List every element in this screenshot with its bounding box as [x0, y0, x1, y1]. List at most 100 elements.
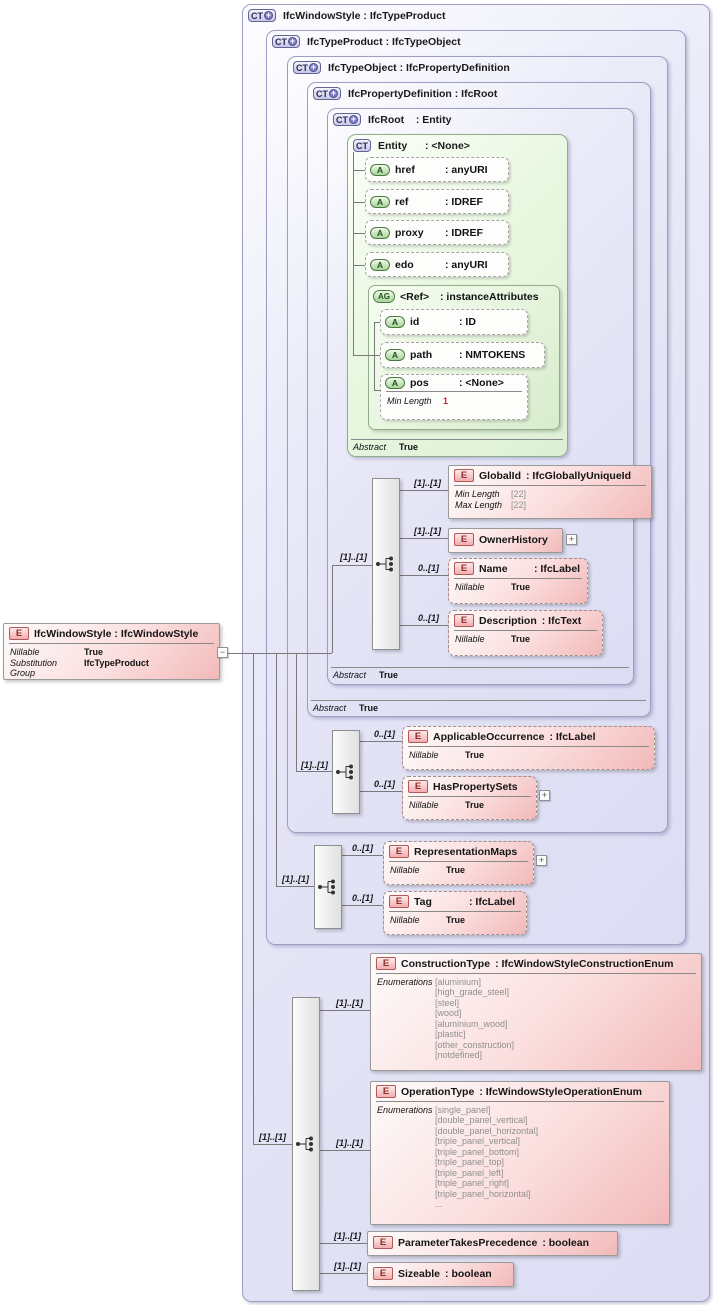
attribute-box-proxy: A proxy : IDREF — [365, 220, 509, 245]
facet-value: 1 — [443, 396, 449, 406]
element-type: : boolean — [542, 1236, 589, 1249]
attribute-icon: A — [370, 226, 390, 239]
expand-button[interactable]: + — [536, 855, 547, 866]
derived-plus-icon: + — [288, 36, 297, 46]
element-name: RepresentationMaps — [414, 845, 518, 858]
element-name: OperationType — [401, 1085, 475, 1098]
attribute-icon: A — [385, 316, 405, 328]
enumeration-row: Enumerations [aluminium] [high_grade_ste… — [371, 974, 701, 1061]
attribute-type: : IDREF — [445, 226, 483, 239]
element-header: E HasPropertySets — [403, 777, 536, 793]
element-type: : IfcLabel — [549, 730, 596, 743]
complextype-title: IfcTypeObject : IfcPropertyDefinition — [328, 61, 510, 74]
separator — [454, 485, 646, 486]
collapse-button[interactable]: − — [217, 647, 228, 658]
attribute-box-path: A path : NMTOKENS — [380, 342, 545, 368]
attribute-name: pos — [410, 377, 429, 389]
element-box-ownerhistory: E OwnerHistory — [448, 528, 563, 553]
connector-line — [374, 322, 380, 323]
element-box-globalid: E GlobalId : IfcGloballyUniqueId Min Len… — [448, 465, 652, 519]
element-box-constructiontype: E ConstructionType : IfcWindowStyleConst… — [370, 953, 702, 1071]
connector-line — [296, 771, 332, 772]
facet-row: Max Length [22] — [449, 500, 651, 511]
connector-line — [353, 202, 365, 203]
connector-line — [296, 653, 297, 771]
attribute-box-href: A href : anyURI — [365, 157, 509, 182]
element-box-operationtype: E OperationType : IfcWindowStyleOperatio… — [370, 1081, 670, 1225]
facet-row: Nillable True — [403, 797, 536, 811]
facet-value: [22] — [511, 499, 527, 510]
sequence-icon — [318, 879, 335, 895]
element-icon: E — [454, 469, 474, 482]
attribute-icon: A — [370, 195, 390, 208]
attribute-type: : anyURI — [445, 258, 488, 271]
element-box-applicableoccurrence: E ApplicableOccurrence : IfcLabel Nillab… — [402, 726, 655, 770]
facet-label: Nillable — [455, 582, 485, 592]
element-header: E GlobalId : IfcGloballyUniqueId — [449, 466, 651, 482]
cardinality-label: 0..[1] — [418, 563, 440, 573]
separator — [408, 796, 531, 797]
element-name: Description — [479, 614, 537, 627]
ct-badge-label: CT — [356, 140, 368, 151]
connector-line — [320, 1273, 367, 1274]
property-row: Substitution Group IfcTypeProduct — [4, 658, 219, 679]
expand-button[interactable]: + — [539, 790, 550, 801]
complextype-header-ifctypeobject: CT+ IfcTypeObject : IfcPropertyDefinitio… — [293, 61, 510, 74]
facet-value: True — [446, 865, 466, 875]
facet-row: Nillable True — [384, 862, 533, 876]
connector-line — [360, 791, 402, 792]
facet-value: True — [465, 750, 485, 760]
connector-line — [353, 170, 365, 171]
cardinality-label: [1]..[1] — [259, 1132, 286, 1142]
ct-badge-label: CT — [336, 114, 348, 125]
connector-line — [276, 653, 277, 886]
element-icon: E — [389, 895, 409, 908]
element-header: E Name : IfcLabel — [449, 559, 587, 575]
derived-plus-icon: + — [309, 62, 318, 72]
connector-line — [353, 265, 365, 266]
facet-label: Nillable — [409, 750, 439, 760]
enumerations-label: Enumerations — [377, 1105, 433, 1115]
element-box-representationmaps: E RepresentationMaps Nillable True — [383, 841, 534, 885]
element-header: E Sizeable : boolean — [368, 1263, 513, 1280]
attribute-icon: A — [370, 258, 390, 271]
attribute-name: id — [410, 316, 420, 328]
separator — [389, 911, 521, 912]
facet-value: True — [465, 800, 485, 810]
sequence-icon — [376, 556, 393, 572]
complextype-icon: CT — [353, 139, 371, 152]
cardinality-label: [1]..[1] — [334, 1231, 361, 1241]
attribute-icon: A — [370, 163, 390, 176]
attribute-type: : anyURI — [445, 163, 488, 176]
element-icon: E — [373, 1236, 393, 1249]
attribute-name: ref — [395, 195, 409, 208]
complextype-icon: CT+ — [313, 87, 341, 100]
element-header: E ParameterTakesPrecedence : boolean — [368, 1232, 617, 1249]
facet-row: Nillable True — [449, 631, 602, 645]
expand-button[interactable]: + — [566, 534, 577, 545]
complextype-title: IfcPropertyDefinition : IfcRoot — [348, 87, 498, 100]
cardinality-label: [1]..[1] — [336, 998, 363, 1008]
attribute-icon: A — [385, 377, 405, 389]
attribute-name: edo — [395, 258, 414, 271]
cardinality-label: 0..[1] — [374, 729, 396, 739]
facet-label: Nillable — [390, 865, 420, 875]
element-box-description: E Description : IfcText Nillable True — [448, 610, 603, 656]
cardinality-label: 0..[1] — [352, 843, 374, 853]
property-value: IfcTypeProduct — [84, 657, 149, 668]
element-name: Name — [479, 562, 508, 575]
element-box-ifcwindowstyle-global: E IfcWindowStyle : IfcWindowStyle Nillab… — [3, 623, 220, 680]
facet-row: Nillable True — [449, 579, 587, 593]
attribute-name: href — [395, 163, 415, 176]
attribute-name: path — [410, 349, 433, 361]
facet-label: Nillable — [409, 800, 439, 810]
complextype-header-ifcwindowstyle: CT+ IfcWindowStyle : IfcTypeProduct — [248, 9, 445, 22]
abstract-label: Abstract — [313, 703, 347, 713]
connector-line — [276, 886, 314, 887]
complextype-title: IfcRoot : Entity — [368, 113, 452, 126]
element-icon: E — [389, 845, 409, 858]
property-label: Nillable — [10, 647, 40, 657]
element-name: Tag — [414, 895, 432, 908]
separator — [389, 861, 528, 862]
facet-label: Nillable — [390, 915, 420, 925]
